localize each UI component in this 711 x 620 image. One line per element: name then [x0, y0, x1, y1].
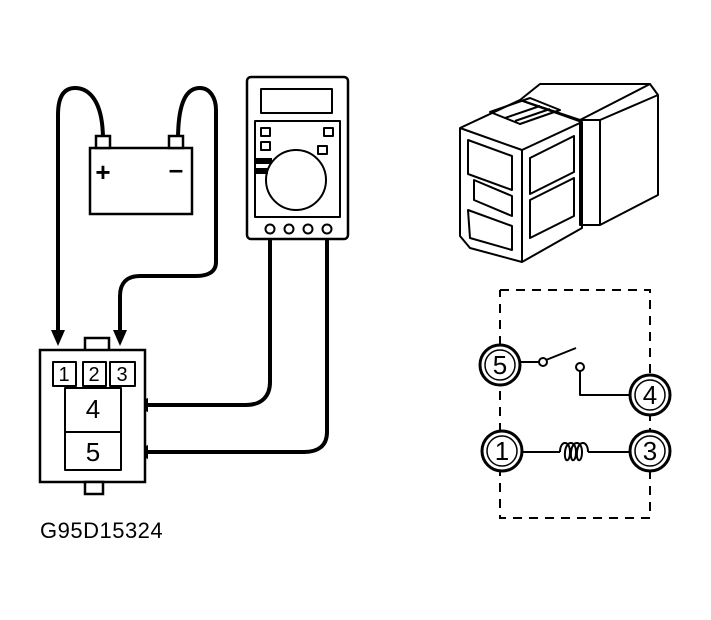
meter-display	[260, 88, 333, 114]
relay-terminal-4-label: 4	[643, 380, 657, 410]
meter-jack-1	[264, 223, 276, 235]
connector-pin-5: 5	[86, 437, 100, 467]
wire-battery-negative	[118, 86, 218, 337]
relay-terminal-3: 3	[628, 429, 672, 473]
meter-jack-3	[302, 223, 314, 235]
arrow-pin-3	[113, 330, 127, 346]
connector-pin-4: 4	[86, 394, 100, 424]
relay-icon	[459, 83, 659, 263]
connector-pin-3: 3	[116, 364, 127, 386]
relay-terminal-3-label: 3	[643, 436, 657, 466]
relay-terminal-4: 4	[628, 373, 672, 417]
meter-panel	[254, 120, 341, 218]
wire-battery-positive	[56, 86, 105, 337]
switch-icon	[520, 347, 631, 396]
wire-meter-to-pin-4	[144, 230, 272, 407]
arrow-pin-1	[51, 330, 65, 346]
meter-selector-dial	[265, 149, 327, 211]
connector-pin-1: 1	[58, 364, 69, 386]
relay-terminal-1-label: 1	[495, 436, 509, 466]
connector-pin-2: 2	[88, 364, 99, 386]
connector-icon: 1 2 3 4 5	[38, 336, 147, 496]
meter-jack-4	[321, 223, 333, 235]
meter-jack-2	[283, 223, 295, 235]
relay-schematic: 5 4 1 3	[478, 289, 672, 519]
relay-terminal-1: 1	[480, 429, 524, 473]
wire-meter-to-pin-5	[144, 230, 329, 454]
relay-terminal-5-label: 5	[493, 350, 507, 380]
relay-housing-outline	[499, 289, 651, 519]
relay-terminal-5: 5	[478, 343, 522, 387]
figure-caption: G95D15324	[40, 518, 163, 543]
battery-icon: + –	[88, 134, 194, 216]
battery-positive-label: +	[95, 157, 110, 187]
battery-negative-label: –	[169, 154, 183, 184]
coil-icon	[522, 442, 630, 462]
multimeter-icon	[245, 75, 350, 241]
